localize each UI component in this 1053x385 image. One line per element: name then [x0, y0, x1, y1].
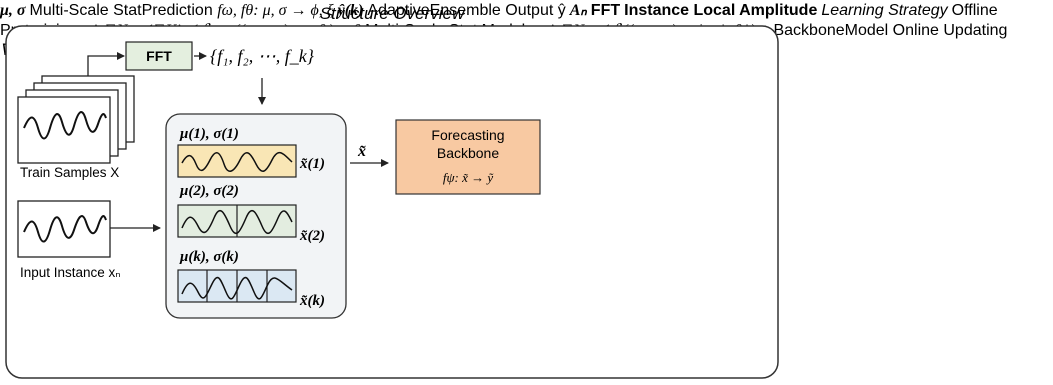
structure-overview-title: Structure Overview — [320, 4, 466, 23]
scale-1-params: μ(1), σ(1) — [179, 126, 239, 142]
y-hat-k: ŷ(k) — [337, 2, 364, 19]
mu-sigma-label: μ, σ — [0, 2, 26, 19]
input-wave — [23, 215, 107, 243]
scale-2-out: x̃(2) — [299, 228, 325, 244]
scale-2-params: μ(2), σ(2) — [179, 183, 239, 199]
structure-overview-panel: Structure Overview Train Samples X Input… — [5, 4, 779, 379]
fft-top-label: FFT — [146, 48, 172, 64]
output-label: Output ŷ — [505, 2, 566, 19]
online-header-label: Online Updating — [892, 22, 1008, 39]
freq-set: {f₁, f₂, ⋯, f_k} — [210, 46, 315, 66]
backbone-model-label: BackboneModel — [773, 22, 889, 39]
train-samples-stack — [17, 75, 135, 164]
input-instance-box — [17, 200, 111, 258]
stat-formula: fω, fθ: μ, σ → ϕ, ξ — [217, 2, 334, 19]
input-instance-label: Input Instance xₙ — [20, 265, 121, 280]
scale-k-params: μ(k), σ(k) — [179, 249, 239, 265]
scale-k-out: x̃(k) — [299, 293, 325, 309]
scale-1-box — [177, 144, 297, 178]
local-amplitude-label: Instance Local Amplitude — [624, 2, 818, 19]
learning-strategy-title: Learning Strategy — [821, 2, 948, 19]
stat-title: Multi-Scale StatPrediction — [29, 2, 213, 19]
train-to-fft-arrow — [87, 52, 125, 76]
forecasting-backbone-box — [395, 119, 541, 195]
train-samples-label: Train Samples X — [20, 165, 119, 180]
ensemble-title: AdaptiveEnsemble — [367, 2, 501, 19]
backbone-formula: fψ: x̃ → ỹ — [443, 170, 495, 185]
fft-top-box — [125, 41, 193, 71]
train-wave — [23, 111, 107, 140]
x-tilde-label: x̃ — [357, 143, 366, 160]
a-n-label: Aₙ — [569, 2, 587, 19]
fft-bottom-label: FFT — [590, 2, 621, 19]
scale-1-out: x̃(1) — [299, 156, 325, 172]
